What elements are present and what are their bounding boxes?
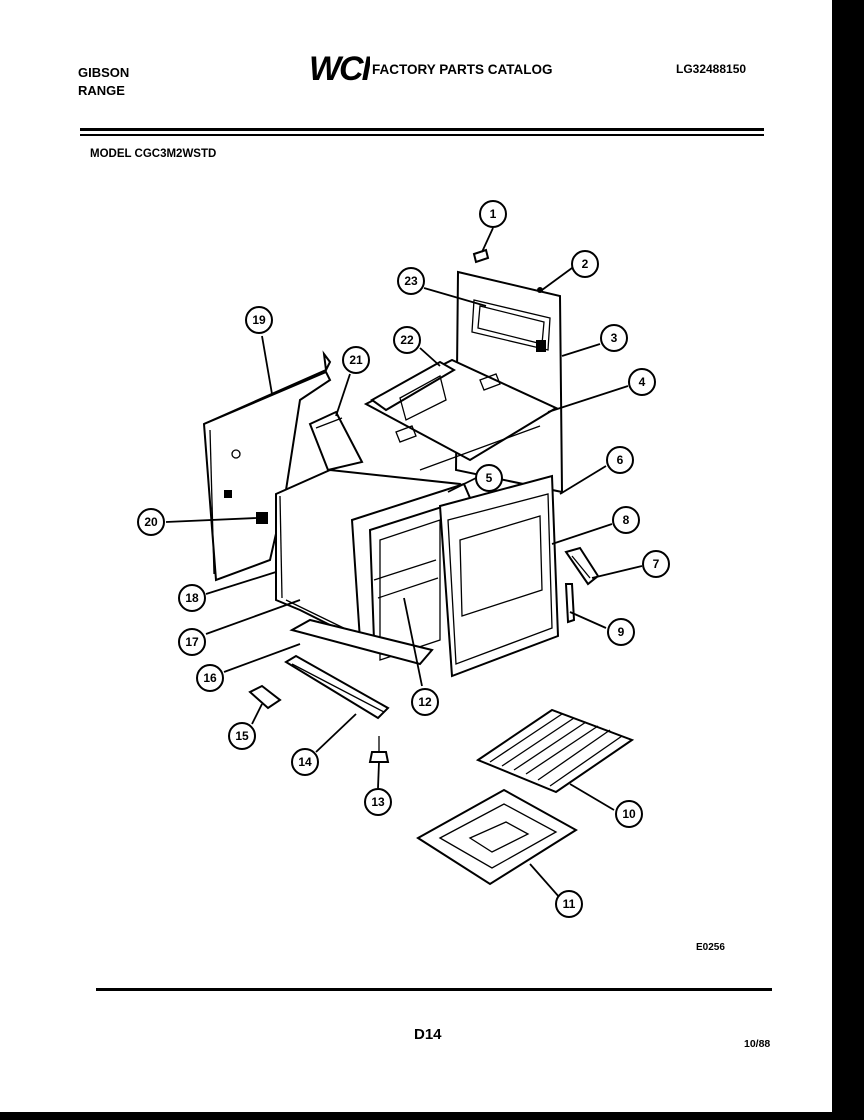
svg-text:11: 11 [563,897,576,911]
svg-text:18: 18 [185,591,199,605]
svg-text:4: 4 [639,375,646,389]
leader-lines [165,227,643,899]
svg-text:13: 13 [371,795,385,809]
svg-text:16: 16 [203,671,217,685]
callout-21: 21 [342,346,370,374]
brand-name: GIBSON [78,65,130,80]
callout-4: 4 [628,368,656,396]
page-number: D14 [414,1026,442,1043]
svg-text:9: 9 [618,625,625,639]
hinge-receiver [564,583,576,624]
side-panel [202,350,332,582]
svg-text:5: 5 [486,471,493,485]
callout-19: 19 [245,306,273,334]
svg-text:7: 7 [653,557,660,571]
callout-15: 15 [228,722,256,750]
svg-text:8: 8 [623,513,630,527]
header-rule-lower [80,134,764,136]
broiler-pan [416,788,578,886]
callout-10: 10 [615,800,643,828]
svg-text:3: 3 [611,331,618,345]
flue-deflector [308,410,364,472]
broiler-drawer-front [284,654,390,720]
model-number: MODEL CGC3M2WSTD [90,148,217,160]
wci-logo: WCI [309,50,370,86]
callout-9: 9 [607,618,635,646]
oven-liner [275,468,472,661]
svg-text:20: 20 [144,515,158,529]
oven-bottom [289,618,434,666]
callout-22: 22 [393,326,421,354]
product-type: RANGE [78,83,125,98]
callout-20: 20 [137,508,165,536]
callout-8: 8 [612,506,640,534]
svg-text:6: 6 [617,453,624,467]
callout-5: 5 [475,464,503,492]
svg-text:17: 17 [185,635,199,649]
callout-17: 17 [178,628,206,656]
callout-16: 16 [196,664,224,692]
svg-text:1: 1 [490,207,497,221]
callout-13: 13 [364,788,392,816]
svg-text:23: 23 [404,274,418,288]
front-frame [438,474,560,678]
svg-text:19: 19 [252,313,266,327]
callout-12: 12 [411,688,439,716]
callout-11: 11 [555,890,583,918]
svg-text:21: 21 [349,353,363,367]
callout-18: 18 [178,584,206,612]
callout-23: 23 [397,267,425,295]
brand-block: GIBSON RANGE [78,64,129,100]
oven-rack [475,708,635,794]
catalog-title: FACTORY PARTS CATALOG [372,62,553,77]
callout-7: 7 [642,550,670,578]
svg-text:2: 2 [582,257,589,271]
drawing-code: E0256 [696,942,725,953]
callout-3: 3 [600,324,628,352]
svg-text:22: 22 [400,333,414,347]
callout-2: 2 [571,250,599,278]
svg-text:14: 14 [298,755,312,769]
drawer-bracket [248,684,282,710]
svg-text:12: 12 [418,695,432,709]
svg-text:15: 15 [235,729,249,743]
leveling-leg [368,736,390,763]
svg-text:10: 10 [622,807,636,821]
callout-6: 6 [606,446,634,474]
part-screw [537,287,543,293]
catalog-number: LG32488150 [676,62,747,76]
catalog-sheet [0,0,832,1112]
header-rule [80,128,764,131]
footer-rule [96,988,772,991]
issue-date: 10/88 [744,1038,771,1050]
callout-14: 14 [291,748,319,776]
callout-1: 1 [479,200,507,228]
part-clip [472,248,490,264]
logo-lettering: WCI [309,50,370,86]
burner-box [370,360,456,421]
